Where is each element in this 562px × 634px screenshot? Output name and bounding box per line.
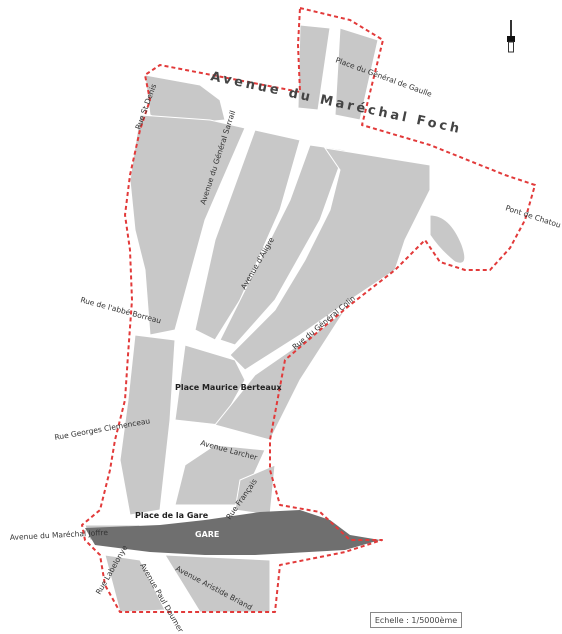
station-block [85,510,380,555]
urban-blocks [84,24,466,613]
block-nw-large [129,114,246,336]
scale-box: Echelle : 1/5000ème [370,612,462,628]
label-pont-chatou: Pont de Chatou [504,203,562,229]
block-east-large [229,147,431,371]
block-south-doumer [104,554,166,613]
block-south-briand [164,554,271,613]
scale-text: Echelle : 1/5000ème [374,615,458,625]
study-perimeter [81,7,536,613]
block-riverside [429,214,466,264]
block-west-middle [119,334,176,516]
block-sarrail-east [194,129,301,341]
north-arrow-icon [507,20,515,53]
block-nw-top [144,74,226,126]
label-avenue-foch: Avenue du Maréchal Foch [209,69,463,137]
label-place-berteaux: Place Maurice Berteaux [175,383,282,392]
block-aligre-west [219,144,346,346]
label-place-gare: Place de la Gare [135,511,209,520]
block-place-gaulle-east [334,27,379,121]
label-gare: GARE [195,530,219,539]
